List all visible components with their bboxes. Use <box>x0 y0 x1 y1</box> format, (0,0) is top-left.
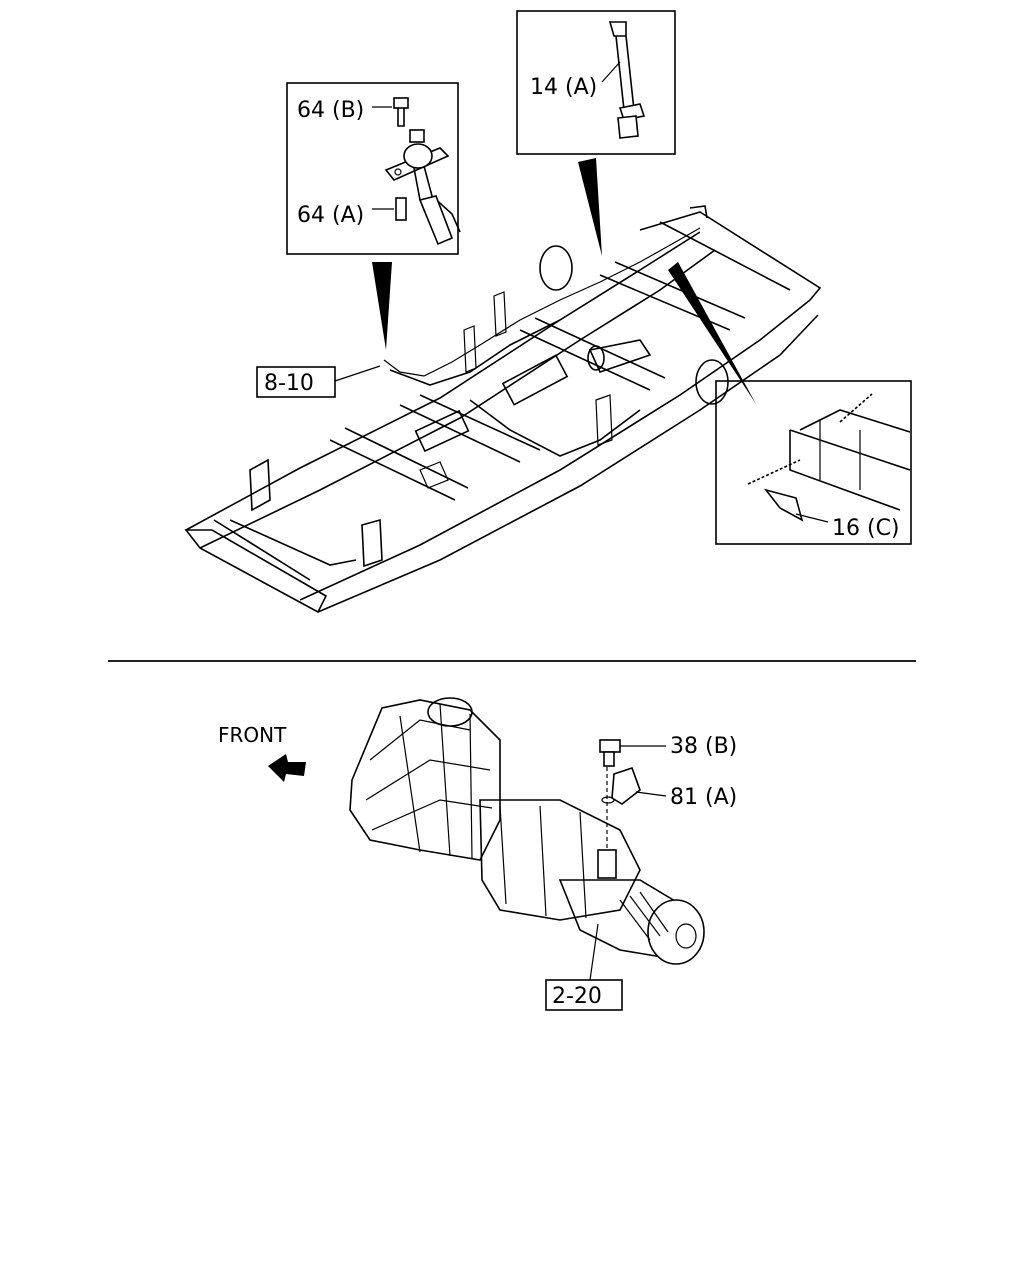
pointer-arrow-14 <box>578 158 602 256</box>
pointer-arrow-64 <box>372 262 392 350</box>
pointer-arrow-16 <box>668 262 756 404</box>
ref-8-10-label: 8-10 <box>264 371 314 396</box>
transmission-illustration <box>349 697 705 965</box>
ref-box-2-20: 2-20 <box>545 923 623 1011</box>
front-indicator: FRONT <box>218 723 306 782</box>
chassis-frame-illustration <box>184 205 822 614</box>
callout-38b: 38 (B) <box>670 734 737 759</box>
callout-64a: 64 (A) <box>297 203 364 228</box>
bolt-38b-and-clip-81a: 38 (B) 81 (A) <box>599 734 737 810</box>
callout-16c: 16 (C) <box>832 516 900 541</box>
detail-box-clip-16c: 16 (C) <box>715 380 912 545</box>
front-arrow-icon <box>268 754 306 782</box>
ref-2-20-label: 2-20 <box>552 984 602 1009</box>
detail-box-clip-14a: 14 (A) <box>516 10 676 155</box>
callout-14a: 14 (A) <box>530 75 597 100</box>
front-label: FRONT <box>218 723 287 747</box>
detail-box-connector-bracket: 64 (B) 64 (A) <box>286 82 461 255</box>
callout-64b: 64 (B) <box>297 98 364 123</box>
callout-81a: 81 (A) <box>670 785 737 810</box>
ref-box-8-10: 8-10 <box>256 365 381 398</box>
